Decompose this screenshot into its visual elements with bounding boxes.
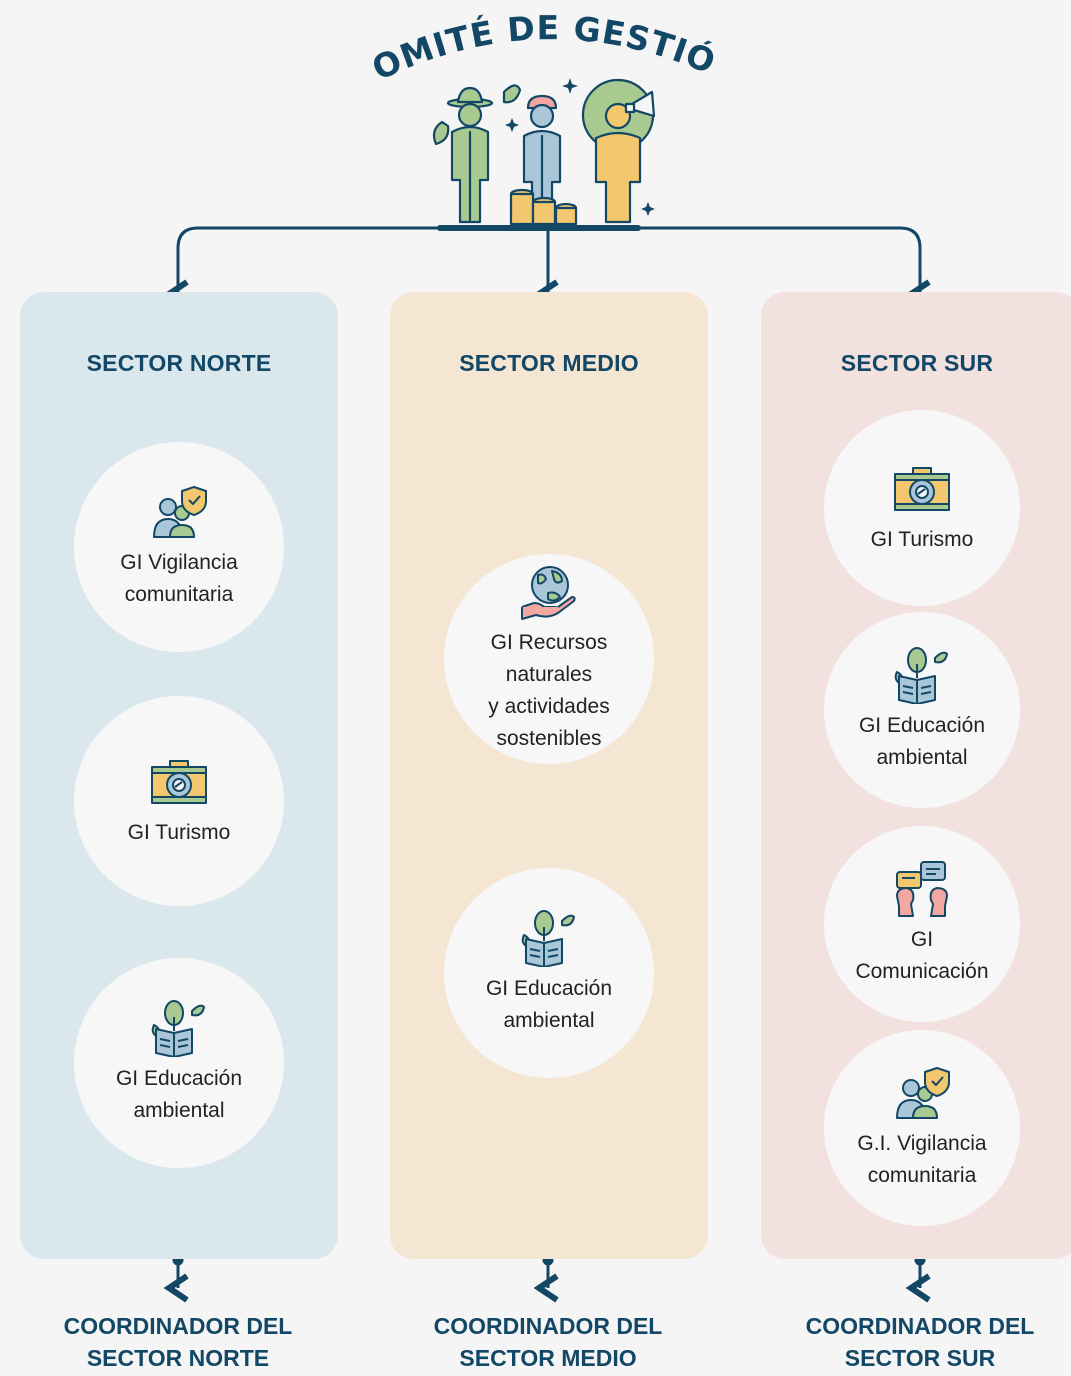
group-node: GI Comunicación [824,826,1020,1022]
communication-icon [896,861,948,917]
camera-icon [894,467,950,511]
group-node: GI Turismo [74,696,284,906]
coordinator-medio: COORDINADOR DEL SECTOR MEDIO [433,1313,663,1371]
group-label: GI Turismo [870,528,974,551]
group-label: GI Recursos naturales y actividades sost… [488,631,610,750]
sector-medio-panel: SECTOR MEDIO GI Recursos naturales y act… [390,292,708,1259]
sector-title: SECTOR MEDIO [459,350,639,376]
sector-norte-panel: SECTOR NORTE GI Vigilancia comunitaria [20,292,338,1259]
group-node: GI Educación ambiental [444,868,654,1078]
coordinator-norte: COORDINADOR DEL SECTOR NORTE [63,1313,293,1371]
group-node: GI Educación ambiental [824,612,1020,808]
group-node: GI Educación ambiental [74,958,284,1168]
committee-people-illustration [432,78,656,226]
environmental-education-icon [894,647,948,704]
group-node: G.I. Vigilancia comunitaria [824,1030,1020,1226]
group-label: GI Educación ambiental [485,977,613,1032]
group-label: GI Vigilancia comunitaria [120,551,238,606]
group-label: G.I. Vigilancia comunitaria [857,1132,987,1187]
camera-icon [151,760,207,804]
environmental-education-icon [521,910,575,967]
group-node: GI Recursos naturales y actividades sost… [444,554,654,764]
environmental-education-icon [151,1000,205,1057]
community-watch-icon [896,1067,950,1119]
community-watch-icon [153,486,207,538]
group-node: GI Turismo [824,410,1020,606]
group-label: GI Turismo [127,821,231,844]
group-node: GI Vigilancia comunitaria [74,442,284,652]
group-label: GI Educación ambiental [858,714,986,769]
group-label: GI Comunicación [855,928,989,983]
sector-sur-panel: SECTOR SUR GI Turismo [761,292,1071,1259]
sector-title: SECTOR SUR [840,350,994,376]
sector-title: SECTOR NORTE [86,350,272,376]
group-label: GI Educación ambiental [115,1067,243,1122]
earth-in-hand-icon [521,566,576,620]
coordinator-sur: COORDINADOR DEL SECTOR SUR [805,1313,1035,1371]
committee-title: COMITÉ DE GESTIÓN [355,8,721,88]
